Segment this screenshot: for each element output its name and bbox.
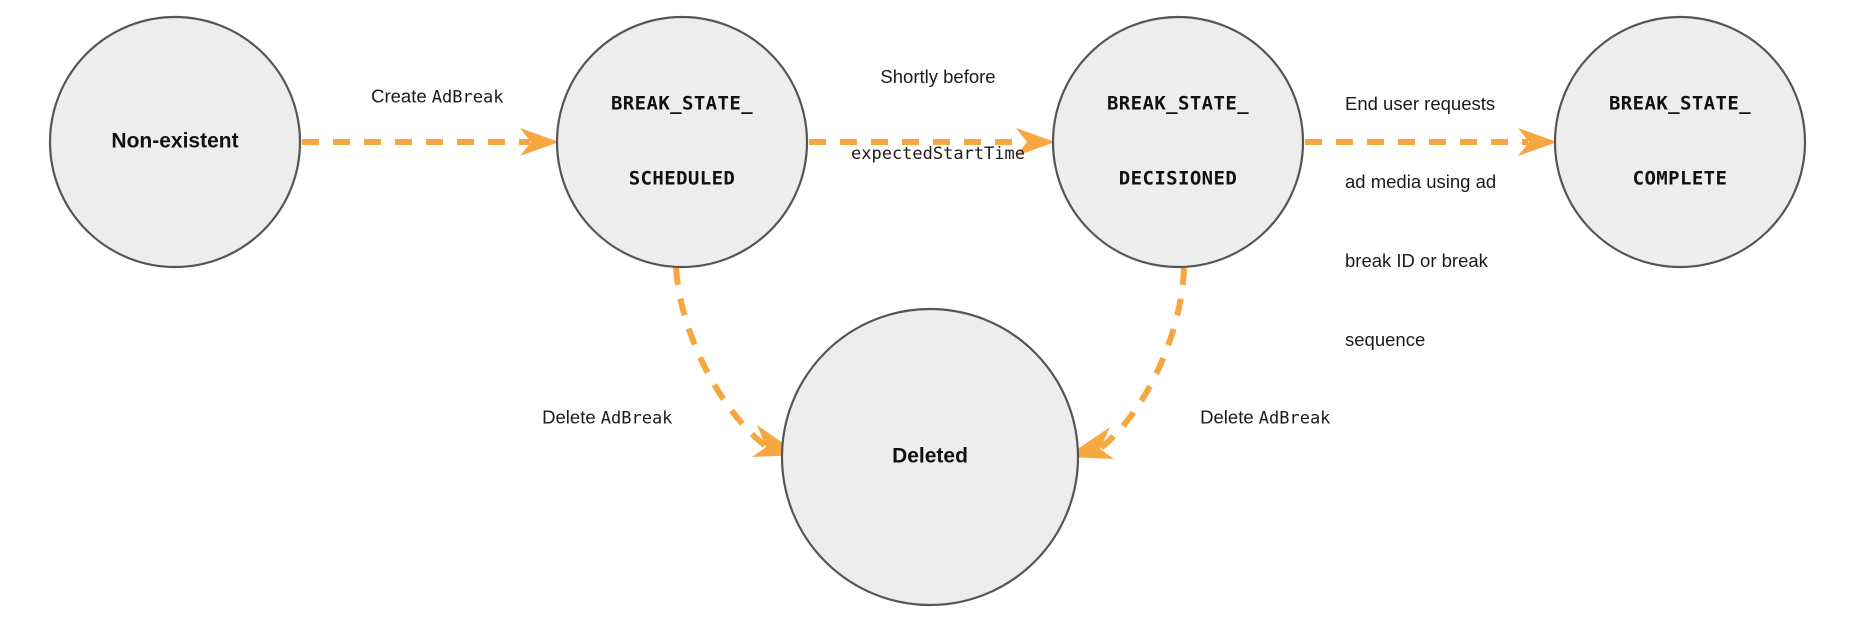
node-break-state-decisioned[interactable] bbox=[1051, 15, 1305, 269]
edge-label-end-user-requests-line-2: break ID or break bbox=[1345, 250, 1488, 272]
edge-label-shortly-before-expected-start-time: Shortly before expectedStartTime bbox=[851, 11, 1025, 219]
edge-delete-from-scheduled-line bbox=[673, 267, 770, 451]
edge-create-adbreak bbox=[302, 128, 559, 156]
node-break-state-complete[interactable] bbox=[1553, 15, 1807, 269]
edge-label-end-user-requests-line-1: ad media using ad bbox=[1345, 171, 1497, 193]
edge-label-create-adbreak-seg-0: Create bbox=[371, 85, 432, 107]
node-deleted[interactable] bbox=[780, 307, 1080, 607]
edge-shortly-before-arrowhead bbox=[1016, 128, 1055, 156]
edge-label-create-adbreak-seg-1: AdBreak bbox=[431, 87, 504, 108]
edge-shortly-before-path bbox=[809, 128, 1055, 156]
edge-label-shortly-before-seg-0: Shortly before bbox=[880, 65, 996, 87]
edge-delete-from-decisioned-line bbox=[1096, 267, 1187, 453]
edge-create-adbreak-arrowhead bbox=[520, 128, 559, 156]
edge-label-end-user-requests-line-0: End user requests bbox=[1345, 92, 1496, 114]
edge-label-delete-decisioned-seg-1: AdBreak bbox=[1258, 408, 1331, 429]
edge-delete-from-decisioned bbox=[1066, 267, 1187, 459]
edge-label-end-user-requests-ad-media: End user requests ad media using ad brea… bbox=[1345, 38, 1496, 406]
edge-label-delete-adbreak-from-decisioned: Delete AdBreak bbox=[1180, 379, 1331, 458]
edge-label-delete-scheduled-seg-0: Delete bbox=[542, 406, 601, 428]
edge-label-end-user-requests-line-3: sequence bbox=[1345, 328, 1426, 350]
edge-delete-from-scheduled bbox=[673, 267, 800, 457]
node-non-existent[interactable] bbox=[48, 15, 302, 269]
edge-label-delete-adbreak-from-scheduled: Delete AdBreak bbox=[522, 379, 673, 458]
node-break-state-scheduled[interactable] bbox=[555, 15, 809, 269]
edge-label-shortly-before-seg-1: expectedStartTime bbox=[851, 144, 1025, 165]
edge-label-delete-decisioned-seg-0: Delete bbox=[1200, 406, 1259, 428]
edge-end-user-requests-path bbox=[1305, 128, 1557, 156]
edge-label-create-adbreak: Create AdBreak bbox=[351, 58, 504, 137]
edge-label-delete-scheduled-seg-1: AdBreak bbox=[600, 408, 673, 429]
edge-end-user-requests-arrowhead bbox=[1518, 128, 1557, 156]
